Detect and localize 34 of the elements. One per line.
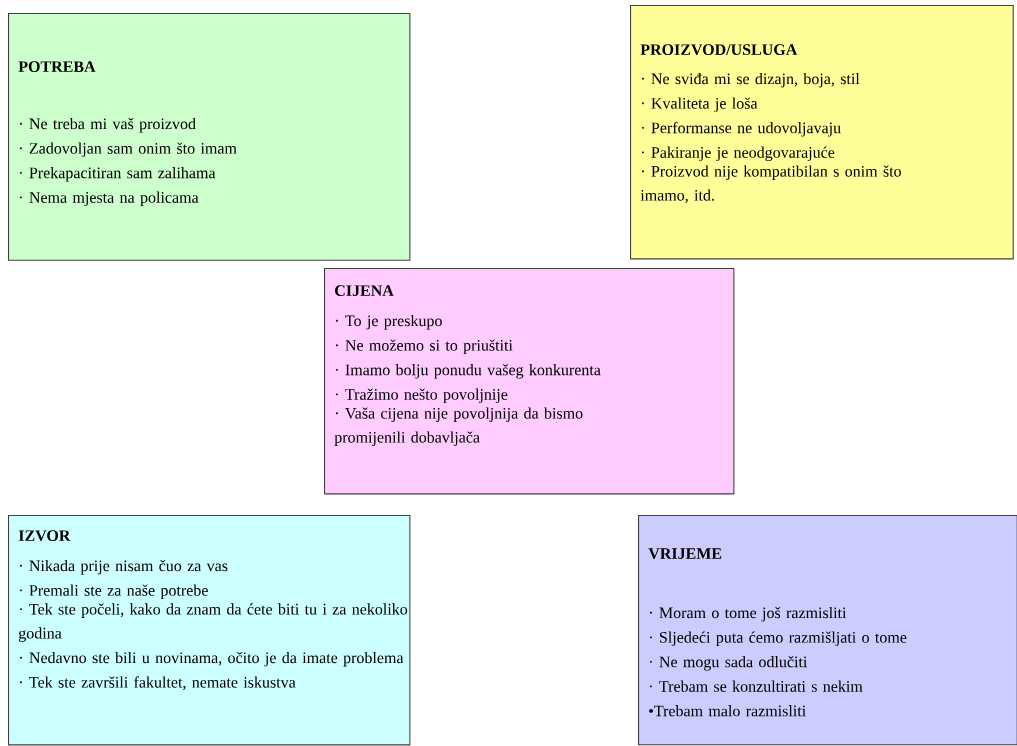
list-item: · Nikada prije nisam čuo za vas (20, 559, 228, 575)
list-item: · Sljedeći puta ćemo razmišljati o tome (650, 631, 907, 646)
list-item: · Ne treba mi vaš proizvod (20, 117, 196, 133)
objection-card (8, 515, 411, 746)
list-item: · Performanse ne udovoljavaju (642, 121, 841, 137)
list-item: · Ne možemo si to priuštiti (336, 339, 513, 354)
list-item: •Trebam malo razmisliti (649, 705, 806, 717)
objection-card (324, 268, 735, 495)
list-item: · Kvaliteta je loša (642, 97, 758, 112)
list-item: · Prekapacitiran sam zalihama (20, 167, 216, 182)
list-item: · Proizvod nije kompatibilan s onim što imamo, itd. (640, 165, 901, 203)
objection-card (8, 13, 411, 261)
list-item: · Tek ste počeli, kako da znam da ćete biti tu i za nekoliko godina (18, 603, 408, 642)
list-item: · Nema mjesta na policama (20, 191, 199, 207)
list-item: · Tražimo nešto povoljnije (336, 388, 508, 404)
box-heading: IZVOR (18, 530, 71, 542)
list-item: · Ne mogu sada odlučiti (650, 656, 808, 671)
box-heading: PROIZVOD/USLUGA (640, 44, 798, 56)
list-item: · Tek ste završili fakultet, nemate iskustva (20, 676, 296, 690)
list-item: · To je preskupo (336, 314, 442, 330)
box-heading: CIJENA (335, 285, 394, 296)
box-heading: POTREBA (18, 61, 96, 72)
list-item: · Moram o tome još razmisliti (650, 606, 847, 622)
list-item: · Pakiranje je neodgovarajuće (642, 146, 835, 162)
list-item: · Imamo bolju ponudu vašeg konkurenta (336, 364, 601, 379)
list-item: · Ne sviđa mi se dizajn, boja, stil (642, 72, 860, 88)
objection-card (630, 5, 1014, 260)
list-item: · Nedavno ste bili u novinama, očito je da imate problema (20, 651, 404, 667)
list-item: · Vaša cijena nije povoljnija da bismo promijenili dobavljača (334, 407, 583, 446)
box-heading: VRIJEME (648, 548, 722, 559)
list-item: · Premali ste za naše potrebe (20, 584, 208, 599)
objection-card (638, 515, 1017, 746)
list-item: · Zadovoljan sam onim što imam (20, 142, 237, 157)
list-item: · Trebam se konzultirati s nekim (650, 680, 863, 692)
